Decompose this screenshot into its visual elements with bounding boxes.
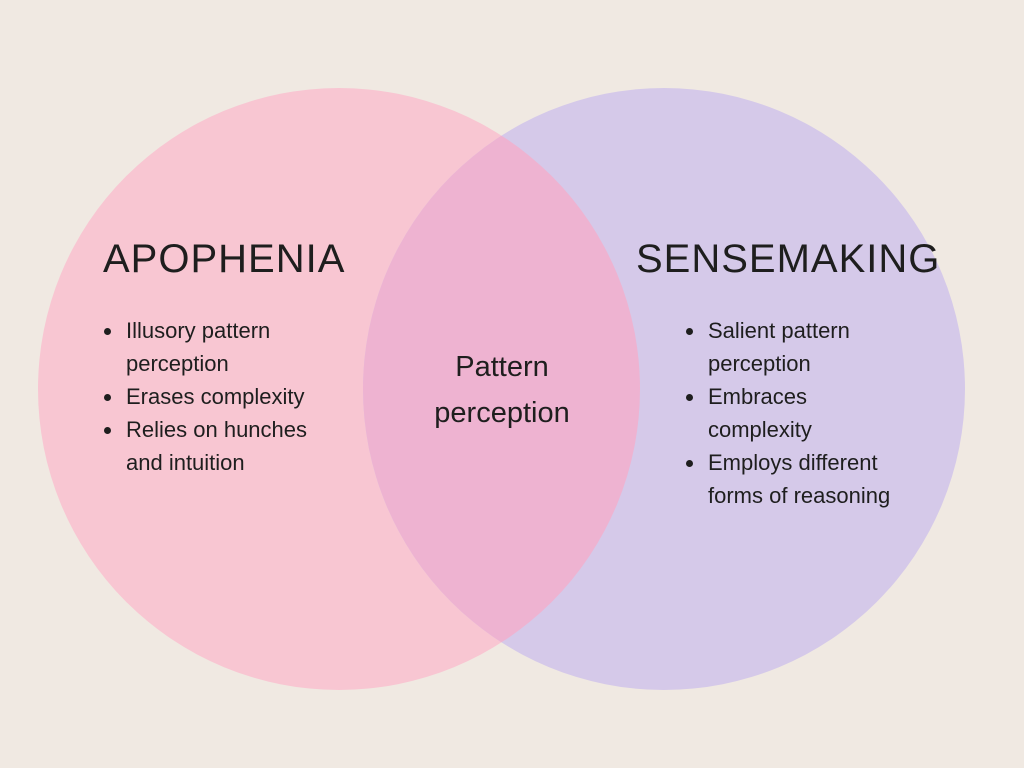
list-item: Embraces complexity bbox=[706, 380, 894, 446]
left-bullet-list: Illusory pattern perception Erases compl… bbox=[100, 314, 330, 479]
list-item: Employs different forms of reasoning bbox=[706, 446, 894, 512]
overlap-label: Pattern perception bbox=[434, 351, 570, 429]
list-item: Erases complexity bbox=[124, 380, 330, 413]
list-item: Salient pattern perception bbox=[706, 314, 894, 380]
overlap-region bbox=[363, 88, 640, 690]
left-circle-title: APOPHENIA bbox=[103, 237, 346, 281]
list-item: Relies on hunches and intuition bbox=[124, 413, 330, 479]
right-circle-title: SENSEMAKING bbox=[636, 237, 941, 281]
right-bullet-list: Salient pattern perception Embraces comp… bbox=[682, 314, 894, 512]
list-item: Illusory pattern perception bbox=[124, 314, 330, 380]
